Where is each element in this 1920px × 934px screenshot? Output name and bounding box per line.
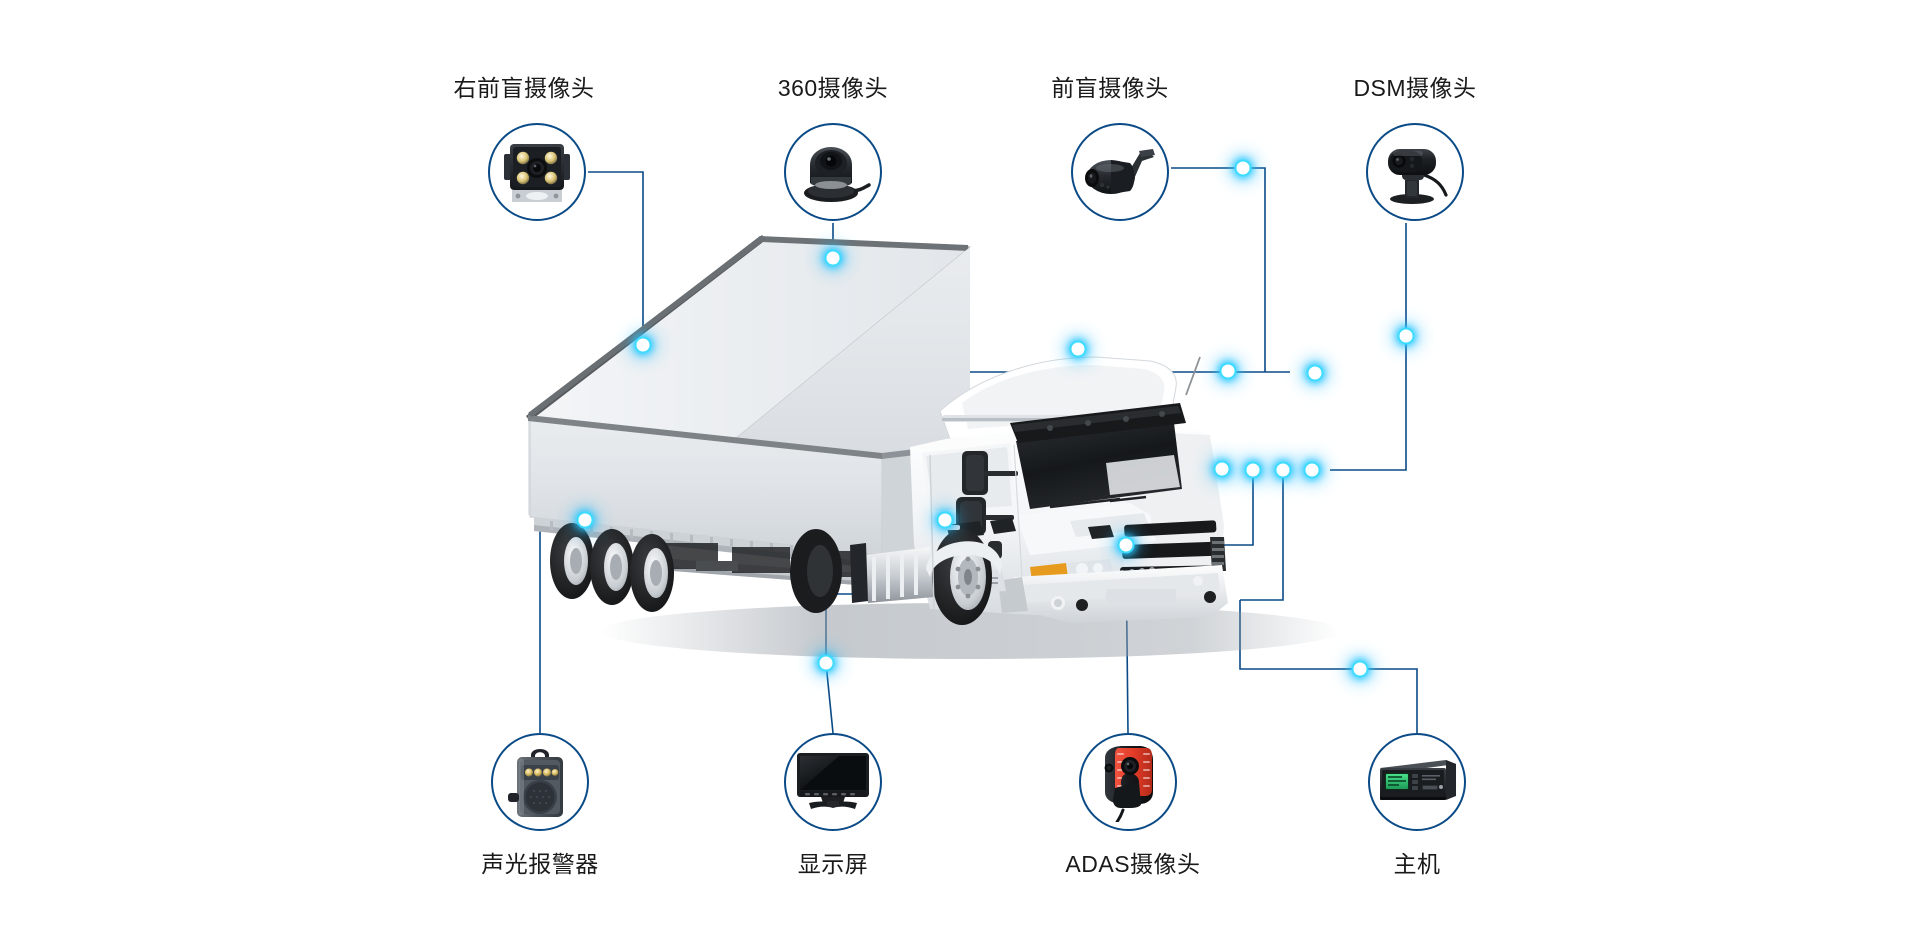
label-main-host-unit: 主机 xyxy=(1393,851,1441,877)
label-audible-visual-alarm: 声光报警器 xyxy=(481,851,599,877)
glow-dot-trailer-side-left xyxy=(578,513,592,527)
glow-dot-windshield-base-a xyxy=(1215,462,1229,476)
bullet-camera-bracket-icon xyxy=(1082,139,1158,205)
label-surround-view-camera: 360摄像头 xyxy=(777,75,889,101)
glow-dot-under-trailer xyxy=(819,656,833,670)
pedestal-camera-icon xyxy=(1376,139,1454,205)
dvr-host-icon xyxy=(1376,756,1458,808)
bubble-front-blind-camera[interactable] xyxy=(1071,123,1169,221)
label-front-blind-camera: 前盲摄像头 xyxy=(1051,75,1169,101)
bubble-display-monitor[interactable] xyxy=(784,733,882,831)
glow-dot-windshield-base-b xyxy=(1246,463,1260,477)
bubble-surround-view-camera[interactable] xyxy=(784,123,882,221)
glow-dot-cab-mirror xyxy=(1071,342,1085,356)
bubble-right-front-blind-camera[interactable] xyxy=(488,123,586,221)
label-adas-camera: ADAS摄像头 xyxy=(1065,851,1201,877)
speaker-alarm-icon xyxy=(507,743,573,821)
glow-dot-cab-roof-beam-left xyxy=(1221,364,1235,378)
label-dsm-camera: DSM摄像头 xyxy=(1353,75,1477,101)
adas-camera-icon xyxy=(1095,742,1161,822)
glow-dot-windshield-base-c xyxy=(1276,463,1290,477)
dome-camera-icon xyxy=(795,139,871,205)
monitor-icon xyxy=(793,751,873,813)
bubble-dsm-camera[interactable] xyxy=(1366,123,1464,221)
glow-dot-cab-roof-beam-right xyxy=(1308,366,1322,380)
glow-dot-front-bumper-right xyxy=(1353,662,1367,676)
glow-dot-dsm-riser xyxy=(1399,329,1413,343)
label-display-monitor: 显示屏 xyxy=(797,851,869,877)
glow-dot-trailer-roof-mid xyxy=(826,251,840,265)
box-camera-4led-icon xyxy=(500,138,574,206)
truck-illustration xyxy=(510,225,1410,695)
glow-dot-front-blind-riser xyxy=(1236,161,1250,175)
label-right-front-blind-camera: 右前盲摄像头 xyxy=(453,75,595,101)
bubble-adas-camera[interactable] xyxy=(1079,733,1177,831)
bubble-audible-visual-alarm[interactable] xyxy=(491,733,589,831)
glow-dot-trailer-roof-left xyxy=(636,338,650,352)
glow-dot-windshield-base-d xyxy=(1305,463,1319,477)
glow-dot-front-fender xyxy=(1119,538,1133,552)
bubble-main-host-unit[interactable] xyxy=(1368,733,1466,831)
glow-dot-trailer-side-right xyxy=(938,513,952,527)
